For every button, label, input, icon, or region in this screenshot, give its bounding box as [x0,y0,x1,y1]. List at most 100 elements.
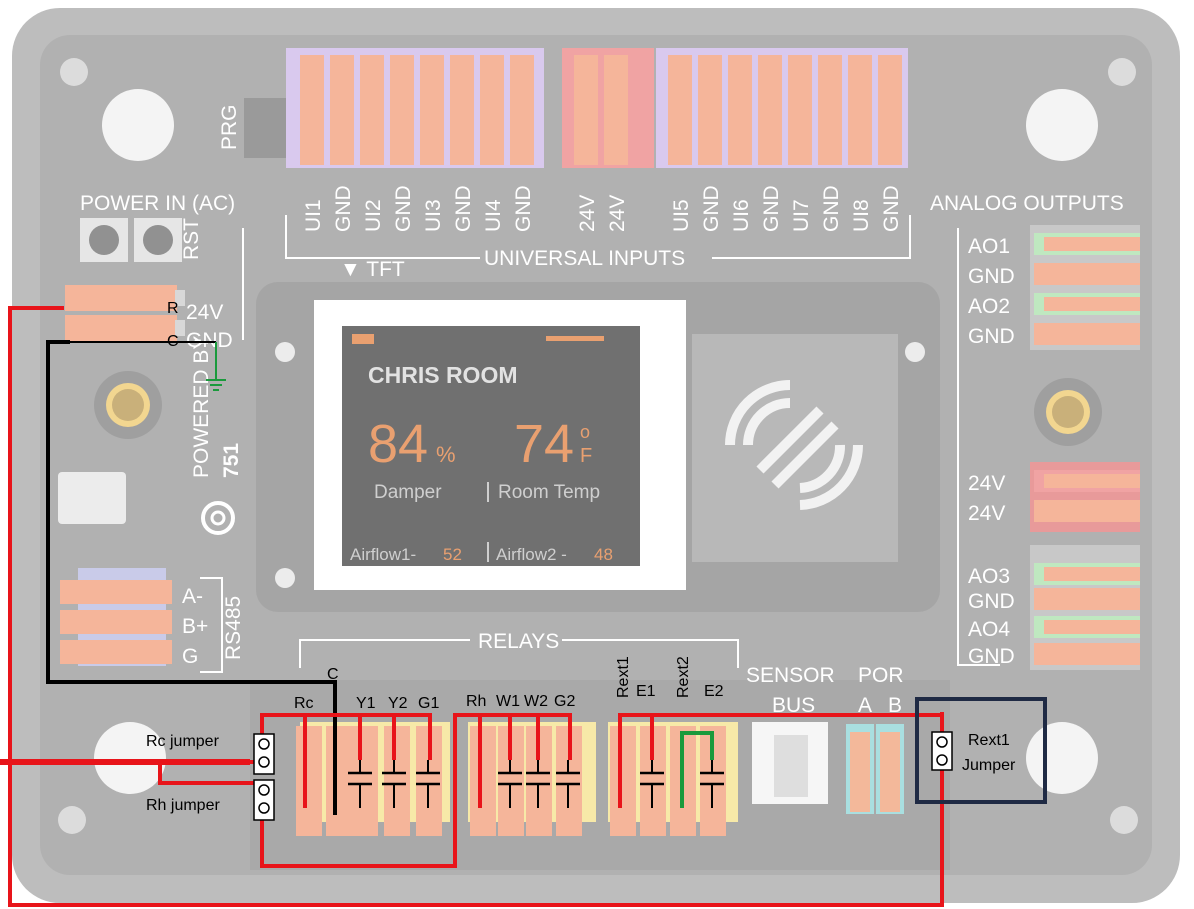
airflow1-label: Airflow1- [350,545,416,564]
top-terminal-pin [878,55,902,165]
top-terminal-pin [728,55,752,165]
top-pin-label: 24V [606,195,629,232]
room-name: CHRIS ROOM [368,362,518,388]
relay-terminal-pin [470,726,496,836]
top-terminal-pin [848,55,872,165]
right-terminal-pin-body [1044,297,1140,311]
top-terminal-pin [450,55,474,165]
relay-terminal-pin [610,726,636,836]
rc-jumper-wire [158,762,262,785]
logo-751: 751 [220,443,243,478]
right-pin-label: AO4 [968,618,1010,641]
right-terminal-pin-body [1044,474,1140,488]
rc-jumper-pin-2 [258,756,270,768]
rh-jumper-label: Rh jumper [146,797,220,814]
top-pin-label: 24V [576,195,599,232]
top-terminal-pin [300,55,324,165]
top-pin-label: UI1 [302,199,325,232]
damper-value: 84 [368,414,428,474]
right-terminal-pin-body [1044,267,1140,281]
rs485-terminal-a [60,580,172,604]
top-terminal-pin [390,55,414,165]
wire-label-rc: Rc [294,695,314,712]
c-wire [46,340,337,815]
rs485-terminal-b [60,610,172,634]
rc-jumper-label: Rc jumper [146,733,220,750]
display-screw-bl [275,568,295,588]
top-terminal-pin [788,55,812,165]
rs485-g-label: G [182,645,198,668]
right-terminal-pin-body [1044,504,1140,518]
relay-terminal-pin [296,726,322,836]
wire-label-w1: W1 [496,693,520,710]
relay-terminal-pin [352,726,378,836]
sensor-label: SENSOR [746,664,835,687]
temp-value: 74 [514,414,574,474]
relay-terminal-pin [326,726,352,836]
ui-group-1-housing [286,48,544,168]
mount-hole-tl [102,89,174,161]
rs485-terminal-g [60,640,172,664]
relay-terminal-pin [384,726,410,836]
wire-label-w2: W2 [524,693,548,710]
temp-label: Room Temp [498,482,600,503]
prg-header [244,98,286,158]
top-pin-label: GND [700,185,723,232]
rs485-label: RS485 [222,596,245,660]
top-pin-label: UI8 [850,199,873,232]
display-screw-right [905,342,925,362]
rst-button-cap [143,225,173,255]
sensor-bus-socket [774,735,808,797]
top-terminal-pin [698,55,722,165]
top-pin-label: GND [880,185,903,232]
power-in-label: POWER IN (AC) [80,192,235,215]
wire-label-rext2: Rext2 [675,656,692,698]
right-terminal-pin-body [1044,592,1140,606]
fan-icon [725,380,863,510]
rext1-wire [618,713,942,808]
analog-outputs-label: ANALOG OUTPUTS [930,192,1124,215]
temp-unit: F [580,445,592,467]
right-pin-label: GND [968,325,1015,348]
top-terminal-pin [480,55,504,165]
damper-label: Damper [374,482,442,503]
top-terminal-block [286,48,908,168]
top-pin-label: GND [452,185,475,232]
powered-by-label: POWERED BY [190,336,213,478]
analog-bracket [957,228,1000,666]
r-wire-return [8,712,944,907]
load-symbols [348,760,724,808]
por-pin-b [880,732,900,812]
wire-label-rext1: Rext1 [615,656,632,698]
left-connector-center [112,389,144,421]
por-b-label: B [888,694,902,717]
wire-label-y2: Y2 [388,695,408,712]
relays-label: RELAYS [478,630,559,653]
top-pin-label: GND [332,185,355,232]
right-terminal-pin-body [1044,567,1140,581]
top-pin-label: UI4 [482,199,505,232]
top-pin-label: UI6 [730,199,753,232]
top-terminal-pin [360,55,384,165]
top-pin-label: GND [760,185,783,232]
rext1-jumper-label-1: Rext1 [968,732,1010,749]
rext2-e2-jumper [680,731,714,808]
top-terminal-pin [818,55,842,165]
top-pin-label: UI7 [790,199,813,232]
top-terminal-pin [758,55,782,165]
prg-label: PRG [218,104,241,150]
rext1-jumper-highlight-box [915,697,1047,804]
right-terminal-pin-body [1044,327,1140,341]
rc-bus-wire [305,713,432,760]
top-terminal-pin [668,55,692,165]
rh-loop-wire [260,713,572,868]
logo-mark-icon-inner [210,510,226,526]
right-connector-center [1052,396,1084,428]
rh-jumper-header [253,779,275,821]
mount-hole-br [1026,722,1098,794]
power-gnd-label: GND [186,329,233,352]
display-screen [342,326,640,566]
top-pin-label: UI2 [362,199,385,232]
power-terminal-gnd [65,315,177,341]
